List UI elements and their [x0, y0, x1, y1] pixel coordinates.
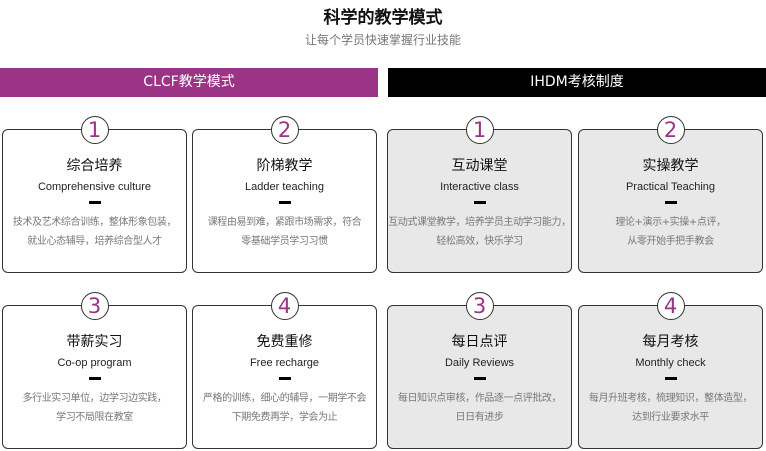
- card-subtitle: Daily Reviews: [444, 357, 515, 369]
- feature-card: 4 免费重修 Free recharge 严格的训练，细心的辅导，一期学不会下期…: [192, 292, 377, 449]
- divider: [473, 201, 486, 204]
- step-number-badge: 2: [270, 116, 299, 144]
- card-subtitle: Co-op program: [57, 357, 132, 369]
- step-number-badge: 2: [656, 116, 685, 144]
- description-line: 课程由易到难，紧跟市场需求，符合: [207, 217, 362, 228]
- step-number-badge: 1: [80, 116, 109, 144]
- card-subtitle: Comprehensive culture: [37, 181, 152, 193]
- card-subtitle: Free recharge: [249, 357, 320, 369]
- card-subtitle: Interactive class: [440, 181, 519, 193]
- page-title: 科学的教学模式: [323, 8, 443, 28]
- description-line: 达到行业要求水平: [632, 412, 709, 423]
- description-line: 严格的训练，细心的辅导，一期学不会: [202, 393, 367, 404]
- step-number-badge: 4: [656, 292, 685, 320]
- card-subtitle: Practical Teaching: [625, 181, 716, 193]
- card-description: 严格的训练，细心的辅导，一期学不会下期免费再学，学会为止: [193, 389, 376, 427]
- ihdm-header: IHDM考核制度: [388, 68, 766, 97]
- divider: [473, 377, 486, 380]
- feature-card: 1 综合培养 Comprehensive culture 技术及艺术综合训练，整…: [2, 116, 187, 273]
- divider: [278, 377, 291, 380]
- description-line: 技术及艺术综合训练，整体形象包装，: [12, 217, 177, 228]
- description-line: 理论+演示+实操+点评，: [615, 217, 726, 228]
- description-line: 每日知识点审核，作品逐一点评批改，: [397, 393, 562, 404]
- card-description: 每日知识点审核，作品逐一点评批改， 日日有进步: [388, 389, 571, 427]
- card-title: 免费重修: [256, 334, 313, 350]
- card-description: 课程由易到难，紧跟市场需求，符合零基础学员学习习惯: [193, 213, 376, 251]
- card-description: 每月升班考核，梳理知识，整体造型， 达到行业要求水平: [579, 389, 762, 427]
- feature-card: 3 带薪实习 Co-op program 多行业实习单位，边学习边实践， 学习不局…: [2, 292, 187, 449]
- clcf-header: CLCF教学模式: [0, 68, 378, 97]
- description-line: 从零开始手把手教会: [627, 236, 714, 247]
- divider: [278, 201, 291, 204]
- feature-card: 3 每日点评 Daily Reviews 每日知识点审核，作品逐一点评批改， 日日…: [387, 292, 572, 449]
- step-number-badge: 4: [270, 292, 299, 320]
- step-number-badge: 3: [465, 292, 494, 320]
- divider: [664, 377, 677, 380]
- card-description: 理论+演示+实操+点评， 从零开始手把手教会: [579, 213, 762, 251]
- description-line: 日日有进步: [455, 412, 504, 423]
- card-description: 多行业实习单位，边学习边实践， 学习不局限在教室: [3, 389, 186, 427]
- feature-card: 2 实操教学 Practical Teaching 理论+演示+实操+点评， 从零…: [578, 116, 763, 273]
- card-title: 综合培养: [66, 158, 123, 174]
- divider: [664, 201, 677, 204]
- card-description: 互动式课堂教学，培养学员主动学习能力， 轻松高效，快乐学习: [388, 213, 571, 251]
- feature-card: 1 互动课堂 Interactive class 互动式课堂教学，培养学员主动学…: [387, 116, 572, 273]
- description-line: 轻松高效，快乐学习: [436, 236, 523, 247]
- divider: [88, 377, 101, 380]
- card-subtitle: Ladder teaching: [245, 181, 324, 193]
- card-title: 每日点评: [451, 334, 508, 350]
- feature-card: 4 每月考核 Monthly check 每月升班考核，梳理知识，整体造型， 达到…: [578, 292, 763, 449]
- description-line: 下期免费再学，学会为止: [231, 412, 338, 423]
- page-subtitle: 让每个学员快速掌握行业技能: [304, 33, 461, 47]
- card-subtitle: Monthly check: [635, 357, 706, 369]
- card-title: 阶梯教学: [256, 158, 313, 174]
- step-number-badge: 3: [80, 292, 109, 320]
- description-line: 就业心态辅导，培养综合型人才: [27, 236, 162, 247]
- description-line: 零基础学员学习习惯: [241, 236, 328, 247]
- description-line: 多行业实习单位，边学习边实践，: [22, 393, 167, 404]
- description-line: 每月升班考核，梳理知识，整体造型，: [588, 393, 753, 404]
- card-description: 技术及艺术综合训练，整体形象包装， 就业心态辅导，培养综合型人才: [3, 213, 186, 251]
- card-title: 互动课堂: [451, 158, 508, 174]
- card-title: 带薪实习: [66, 334, 123, 350]
- feature-card: 2 阶梯教学 Ladder teaching 课程由易到难，紧跟市场需求，符合零…: [192, 116, 377, 273]
- divider: [88, 201, 101, 204]
- description-line: 互动式课堂教学，培养学员主动学习能力，: [388, 217, 571, 228]
- description-line: 学习不局限在教室: [56, 412, 133, 423]
- card-title: 每月考核: [642, 334, 699, 350]
- step-number-badge: 1: [465, 116, 494, 144]
- card-title: 实操教学: [642, 158, 699, 174]
